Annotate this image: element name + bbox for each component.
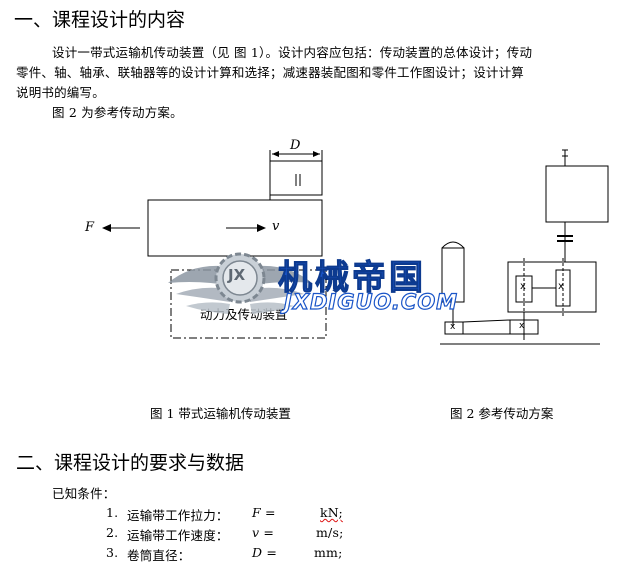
condition-3-num: 3. xyxy=(106,545,119,560)
figure2-caption: 图 2 参考传动方案 xyxy=(450,406,554,421)
known-conditions-label: 已知条件： xyxy=(52,486,116,501)
condition-2-num: 2. xyxy=(106,525,119,540)
label-D: D xyxy=(290,138,301,153)
fig2-cross-mark-1: x xyxy=(520,281,526,292)
condition-3-label: 卷筒直径： xyxy=(127,548,191,563)
condition-3-unit: mm; xyxy=(314,545,343,560)
power-unit-box xyxy=(170,269,327,339)
watermark-en-text: JXDIGUO.COM xyxy=(283,289,459,314)
dim-arrow-right xyxy=(313,151,320,157)
fig2-large-pulley xyxy=(509,319,539,335)
force-arrow-head xyxy=(102,224,111,232)
condition-3-symbol: D = xyxy=(252,545,278,560)
fig2-belt-top xyxy=(462,319,511,323)
fig2-small-pulley xyxy=(444,321,464,335)
fig2-cross-mark-2: x xyxy=(558,281,564,292)
velocity-arrow-head xyxy=(257,224,266,232)
fig2-cross-mark-4: x xyxy=(519,321,525,331)
watermark-logo-text: JX xyxy=(228,266,246,284)
section1-para-line1: 设计一带式运输机传动装置（见 图 1）。设计内容应包括：传动装置的总体设计；传动 xyxy=(52,45,533,60)
dim-arrow-left xyxy=(272,151,279,157)
section1-heading: 一、课程设计的内容 xyxy=(14,9,186,31)
condition-1-num: 1. xyxy=(106,505,119,520)
watermark-cn-text: 机械帝国 xyxy=(278,258,426,299)
figure1-caption: 图 1 带式运输机传动装置 xyxy=(150,406,291,421)
fig2-drum xyxy=(545,165,609,223)
label-v: v xyxy=(272,219,280,234)
label-F: F xyxy=(85,220,95,235)
section1-para-line4: 图 2 为参考传动方案。 xyxy=(52,105,183,120)
condition-2-symbol: v = xyxy=(252,525,275,540)
condition-2-unit: m/s; xyxy=(316,525,344,540)
condition-1-label: 运输带工作拉力： xyxy=(127,508,229,523)
section2-heading: 二、课程设计的要求与数据 xyxy=(16,452,245,474)
condition-2-label: 运输带工作速度： xyxy=(127,528,229,543)
condition-1-unit: kN; xyxy=(320,505,343,520)
fig2-gearbox xyxy=(507,261,597,313)
condition-1-symbol: F = xyxy=(252,505,276,520)
section1-para-line3: 说明书的编写。 xyxy=(16,85,105,100)
section1-para-line2: 零件、轴、轴承、联轴器等的设计计算和选择；减速器装配图和零件工作图设计；设计计算 xyxy=(16,65,525,80)
fig2-cross-mark-3: x xyxy=(450,322,456,332)
drum-outline xyxy=(269,160,323,196)
